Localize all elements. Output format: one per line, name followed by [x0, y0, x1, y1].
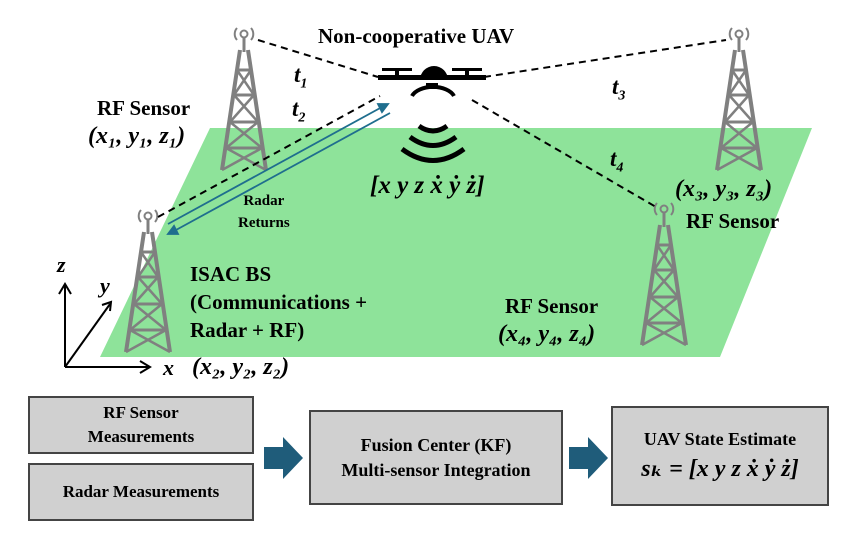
timing-t4: t4 — [610, 146, 624, 176]
radar-returns-label: Radar Returns — [238, 193, 290, 231]
rf-sensor-1-tower-icon — [220, 26, 268, 172]
radar-return-lines — [166, 103, 391, 235]
timing-t3: t3 — [612, 74, 626, 104]
rf-sensor-3-tower-icon — [715, 26, 763, 172]
rf-sensor-4-coords: (x₄, y₄, z₄) — [498, 321, 596, 347]
timing-lines — [157, 39, 727, 218]
rf-sensor-1-coords: (x₁, y₁, z₁) — [88, 123, 186, 149]
rf-sensor-4-label: RF Sensor — [505, 294, 599, 318]
uav-state-estimate-box: UAV State Estimate sₖ = [x y z ẋ ẏ ż] — [611, 406, 829, 506]
rf-sensor-measurements-box: RF Sensor Measurements — [28, 396, 254, 454]
axis-x-label: x — [163, 355, 174, 380]
pipeline-arrow-2 — [569, 437, 608, 479]
rf-sensor-3-label: RF Sensor — [686, 209, 780, 233]
timing-t2: t2 — [292, 96, 306, 126]
pipeline-arrow-1 — [264, 437, 303, 479]
radar-signal-waves-icon — [400, 123, 466, 163]
fusion-center-box: Fusion Center (KF) Multi-sensor Integrat… — [309, 410, 563, 505]
ground-plane — [100, 128, 812, 357]
coordinate-axes — [58, 282, 152, 374]
isac-bs-label: ISAC BS (Communications + Radar + RF) — [190, 262, 368, 342]
timing-t1: t1 — [294, 62, 308, 92]
uav-state-vector: [x y z ẋ ẏ ż] — [370, 172, 485, 199]
radar-measurements-box: Radar Measurements — [28, 463, 254, 521]
rf-sensor-3-coords: (x₃, y₃, z₃) — [675, 176, 773, 202]
isac-bs-coords: (x₂, y₂, z₂) — [192, 354, 290, 380]
axis-y-label: y — [100, 273, 110, 298]
rf-sensor-1-label: RF Sensor — [97, 96, 191, 120]
uav-title: Non-cooperative UAV — [318, 24, 515, 48]
uav-drone-icon — [378, 66, 486, 98]
axis-z-label: z — [57, 252, 66, 277]
